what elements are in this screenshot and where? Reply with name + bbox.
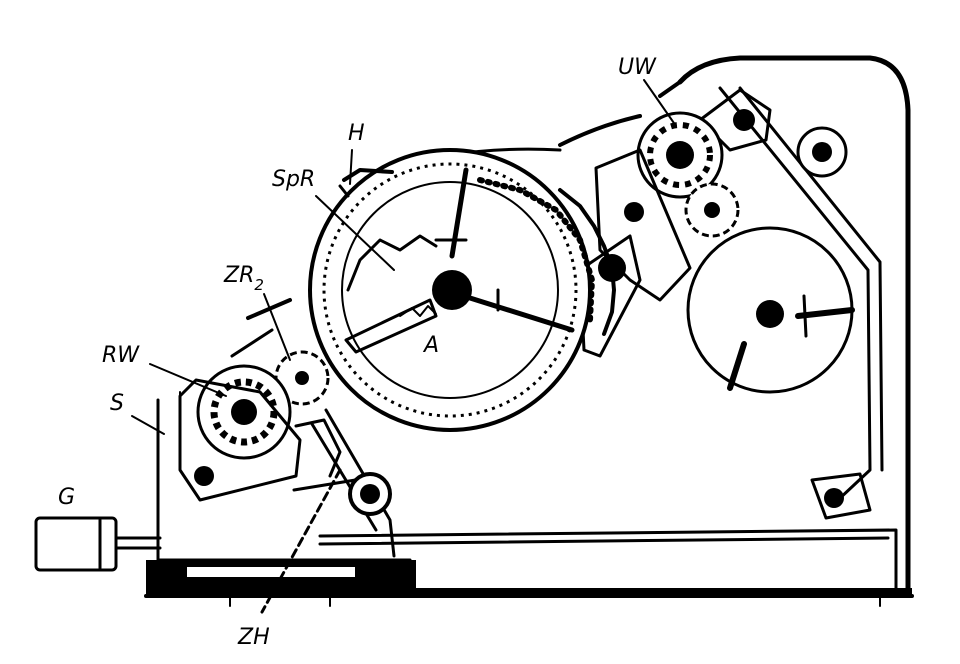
uw-gear bbox=[636, 111, 724, 199]
control-rod bbox=[318, 86, 898, 590]
zh-pawl bbox=[260, 408, 396, 614]
knob-g bbox=[34, 516, 162, 572]
spring-drum bbox=[308, 148, 616, 432]
lever-h bbox=[338, 168, 394, 198]
label-zh: ZH bbox=[237, 625, 270, 650]
label-zr2: ZR2 bbox=[223, 263, 264, 294]
rw-gear bbox=[196, 364, 292, 460]
small-gear bbox=[684, 182, 740, 238]
label-h: H bbox=[348, 121, 365, 146]
label-zr2-subscript: 2 bbox=[254, 276, 264, 294]
label-rw: RW bbox=[102, 343, 140, 368]
label-s: S bbox=[110, 391, 124, 416]
right-bracket bbox=[698, 88, 872, 520]
label-zr2-base: ZR bbox=[223, 263, 254, 288]
base-plate bbox=[144, 560, 914, 607]
cam-wheel bbox=[686, 226, 855, 394]
leader-lines bbox=[131, 79, 677, 435]
label-uw: UW bbox=[618, 55, 657, 80]
label-spr: SpR bbox=[272, 167, 315, 192]
labels: UW H SpR ZR2 A RW S G ZH bbox=[58, 55, 657, 650]
label-g: G bbox=[58, 485, 75, 510]
label-a: A bbox=[422, 333, 439, 358]
